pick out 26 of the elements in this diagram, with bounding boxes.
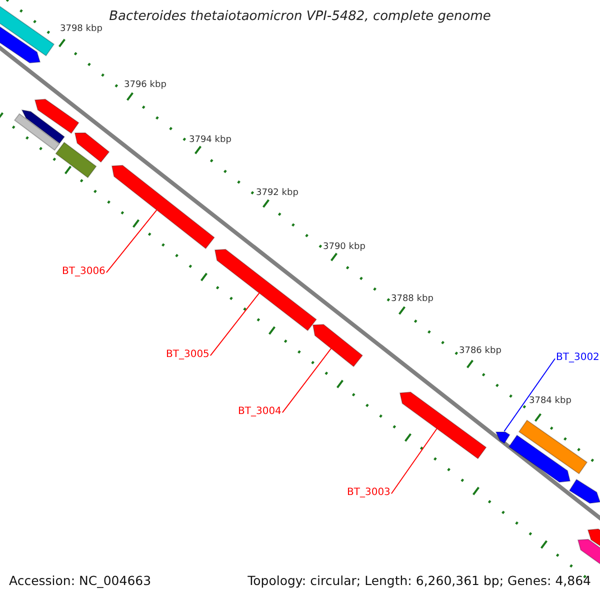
gene-bar [495,432,510,444]
scale-label: 3788 kbp [391,295,434,305]
gene-label: BT_3006 [62,266,106,277]
leader-line [390,428,438,494]
gene-label: BT_3003 [347,487,390,498]
scale-label: 3792 kbp [256,189,298,199]
leader-line [106,210,158,274]
scale-label: 3784 kbp [529,397,572,407]
scale-label: 3796 kbp [124,81,166,91]
leader-line [504,358,556,432]
gene-bar [214,248,317,332]
gene-bar [312,324,364,368]
gene-bar [399,392,487,460]
gene-label: BT_3004 [238,406,282,417]
leader-line [282,348,332,414]
scale-label: 3798 kbp [60,25,102,35]
accession-text: Accession: NC_004663 [9,574,152,588]
scale-label: 3790 kbp [323,243,366,253]
scale-label: 3794 kbp [189,136,232,146]
gene-bar [111,164,215,250]
leader-line [210,292,260,356]
scale-label: 3786 kbp [459,347,502,357]
gene-label: BT_3002 [556,352,600,363]
title: Bacteroides thetaiotaomicron VPI-5482, complete genome [108,10,492,24]
gene-label: BT_3005 [166,349,210,360]
genome-info-text: Topology: circular; Length: 6,260,361 bp; Genes: 4,864 [248,574,591,588]
